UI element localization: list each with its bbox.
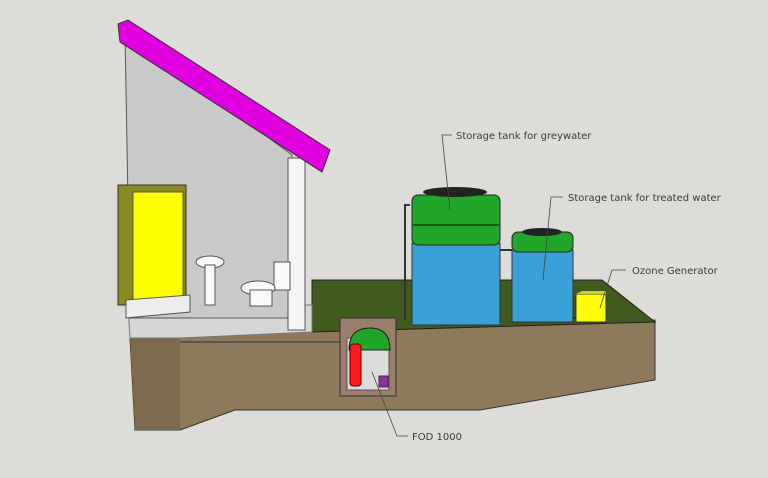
treated-tank-lid	[522, 228, 562, 236]
greywater-tank-lid	[423, 187, 487, 197]
leader-greywater	[441, 134, 452, 211]
toilet-base	[249, 289, 273, 307]
soil-left-face	[130, 338, 180, 430]
label-fod: FOD 1000	[412, 432, 462, 443]
shower-tray	[125, 294, 191, 319]
roof	[117, 19, 331, 173]
shower-panel	[132, 191, 184, 301]
label-ozone-generator: Ozone Generator	[632, 266, 719, 277]
wall-column	[287, 157, 306, 331]
pipe-greywater	[404, 204, 410, 320]
greywater-tank-top	[411, 194, 501, 246]
leader-treated	[542, 196, 563, 281]
ozone-generator	[575, 293, 607, 323]
toilet-tank	[273, 261, 291, 291]
label-treated-tank: Storage tank for treated water	[568, 193, 722, 204]
sink-pedestal	[204, 264, 216, 306]
ozone-generator-top	[576, 291, 606, 294]
leader-fod	[371, 371, 408, 437]
greywater-tank-water	[411, 242, 501, 326]
label-greywater-tank: Storage tank for greywater	[456, 131, 592, 142]
treated-tank-water	[511, 249, 574, 323]
fod-red-unit	[349, 343, 362, 387]
fod-purple-pump	[378, 375, 389, 388]
leader-ozone	[599, 269, 626, 309]
